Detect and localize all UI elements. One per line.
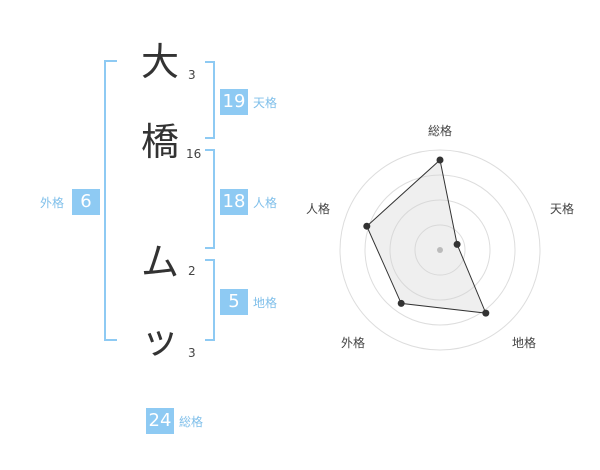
jinkaku-bracket xyxy=(205,149,215,249)
name-char-3: ム xyxy=(140,240,179,284)
stroke-count-3: 2 xyxy=(188,264,196,278)
chikaku-label: 地格 xyxy=(253,296,278,310)
radar-axis-label-soukaku: 総格 xyxy=(428,123,452,138)
radar-point xyxy=(363,222,371,230)
gaikaku-badge: 6 xyxy=(72,189,100,215)
radar-rings xyxy=(339,149,541,351)
radar-points xyxy=(363,156,490,317)
radar-axis-label-chikaku: 地格 xyxy=(512,335,536,350)
stroke-count-4: 3 xyxy=(188,346,196,360)
radar-polygon xyxy=(366,159,487,314)
radar-ring xyxy=(339,149,541,351)
radar-axis-label-gaikaku: 外格 xyxy=(341,335,365,350)
soukaku-badge: 24 xyxy=(146,408,174,434)
tenkaku-label: 天格 xyxy=(253,96,278,110)
radar-point xyxy=(482,309,490,317)
tenkaku-bracket xyxy=(205,61,215,139)
chikaku-badge: 5 xyxy=(220,289,248,315)
radar-point xyxy=(453,240,461,248)
radar-ring xyxy=(389,199,491,301)
radar-axis-label-jinkaku: 人格 xyxy=(306,201,330,216)
jinkaku-label: 人格 xyxy=(253,196,278,210)
soukaku-label: 総格 xyxy=(179,415,204,429)
radar-point xyxy=(436,156,444,164)
radar-point xyxy=(397,299,405,307)
name-char-2: 橋 xyxy=(140,120,179,164)
stroke-count-1: 3 xyxy=(188,68,196,82)
gaikaku-bracket xyxy=(104,60,117,341)
radar-ring xyxy=(364,174,516,326)
tenkaku-badge: 19 xyxy=(220,89,248,115)
chikaku-bracket xyxy=(205,259,215,341)
radar-axis-label-tenkaku: 天格 xyxy=(550,201,574,216)
name-char-1: 大 xyxy=(140,40,179,84)
gaikaku-label: 外格 xyxy=(40,196,65,210)
name-char-4: ッ xyxy=(140,318,179,362)
radar-center-dot xyxy=(437,247,443,253)
jinkaku-badge: 18 xyxy=(220,189,248,215)
stroke-count-2: 16 xyxy=(186,147,202,161)
radar-ring xyxy=(414,224,466,276)
